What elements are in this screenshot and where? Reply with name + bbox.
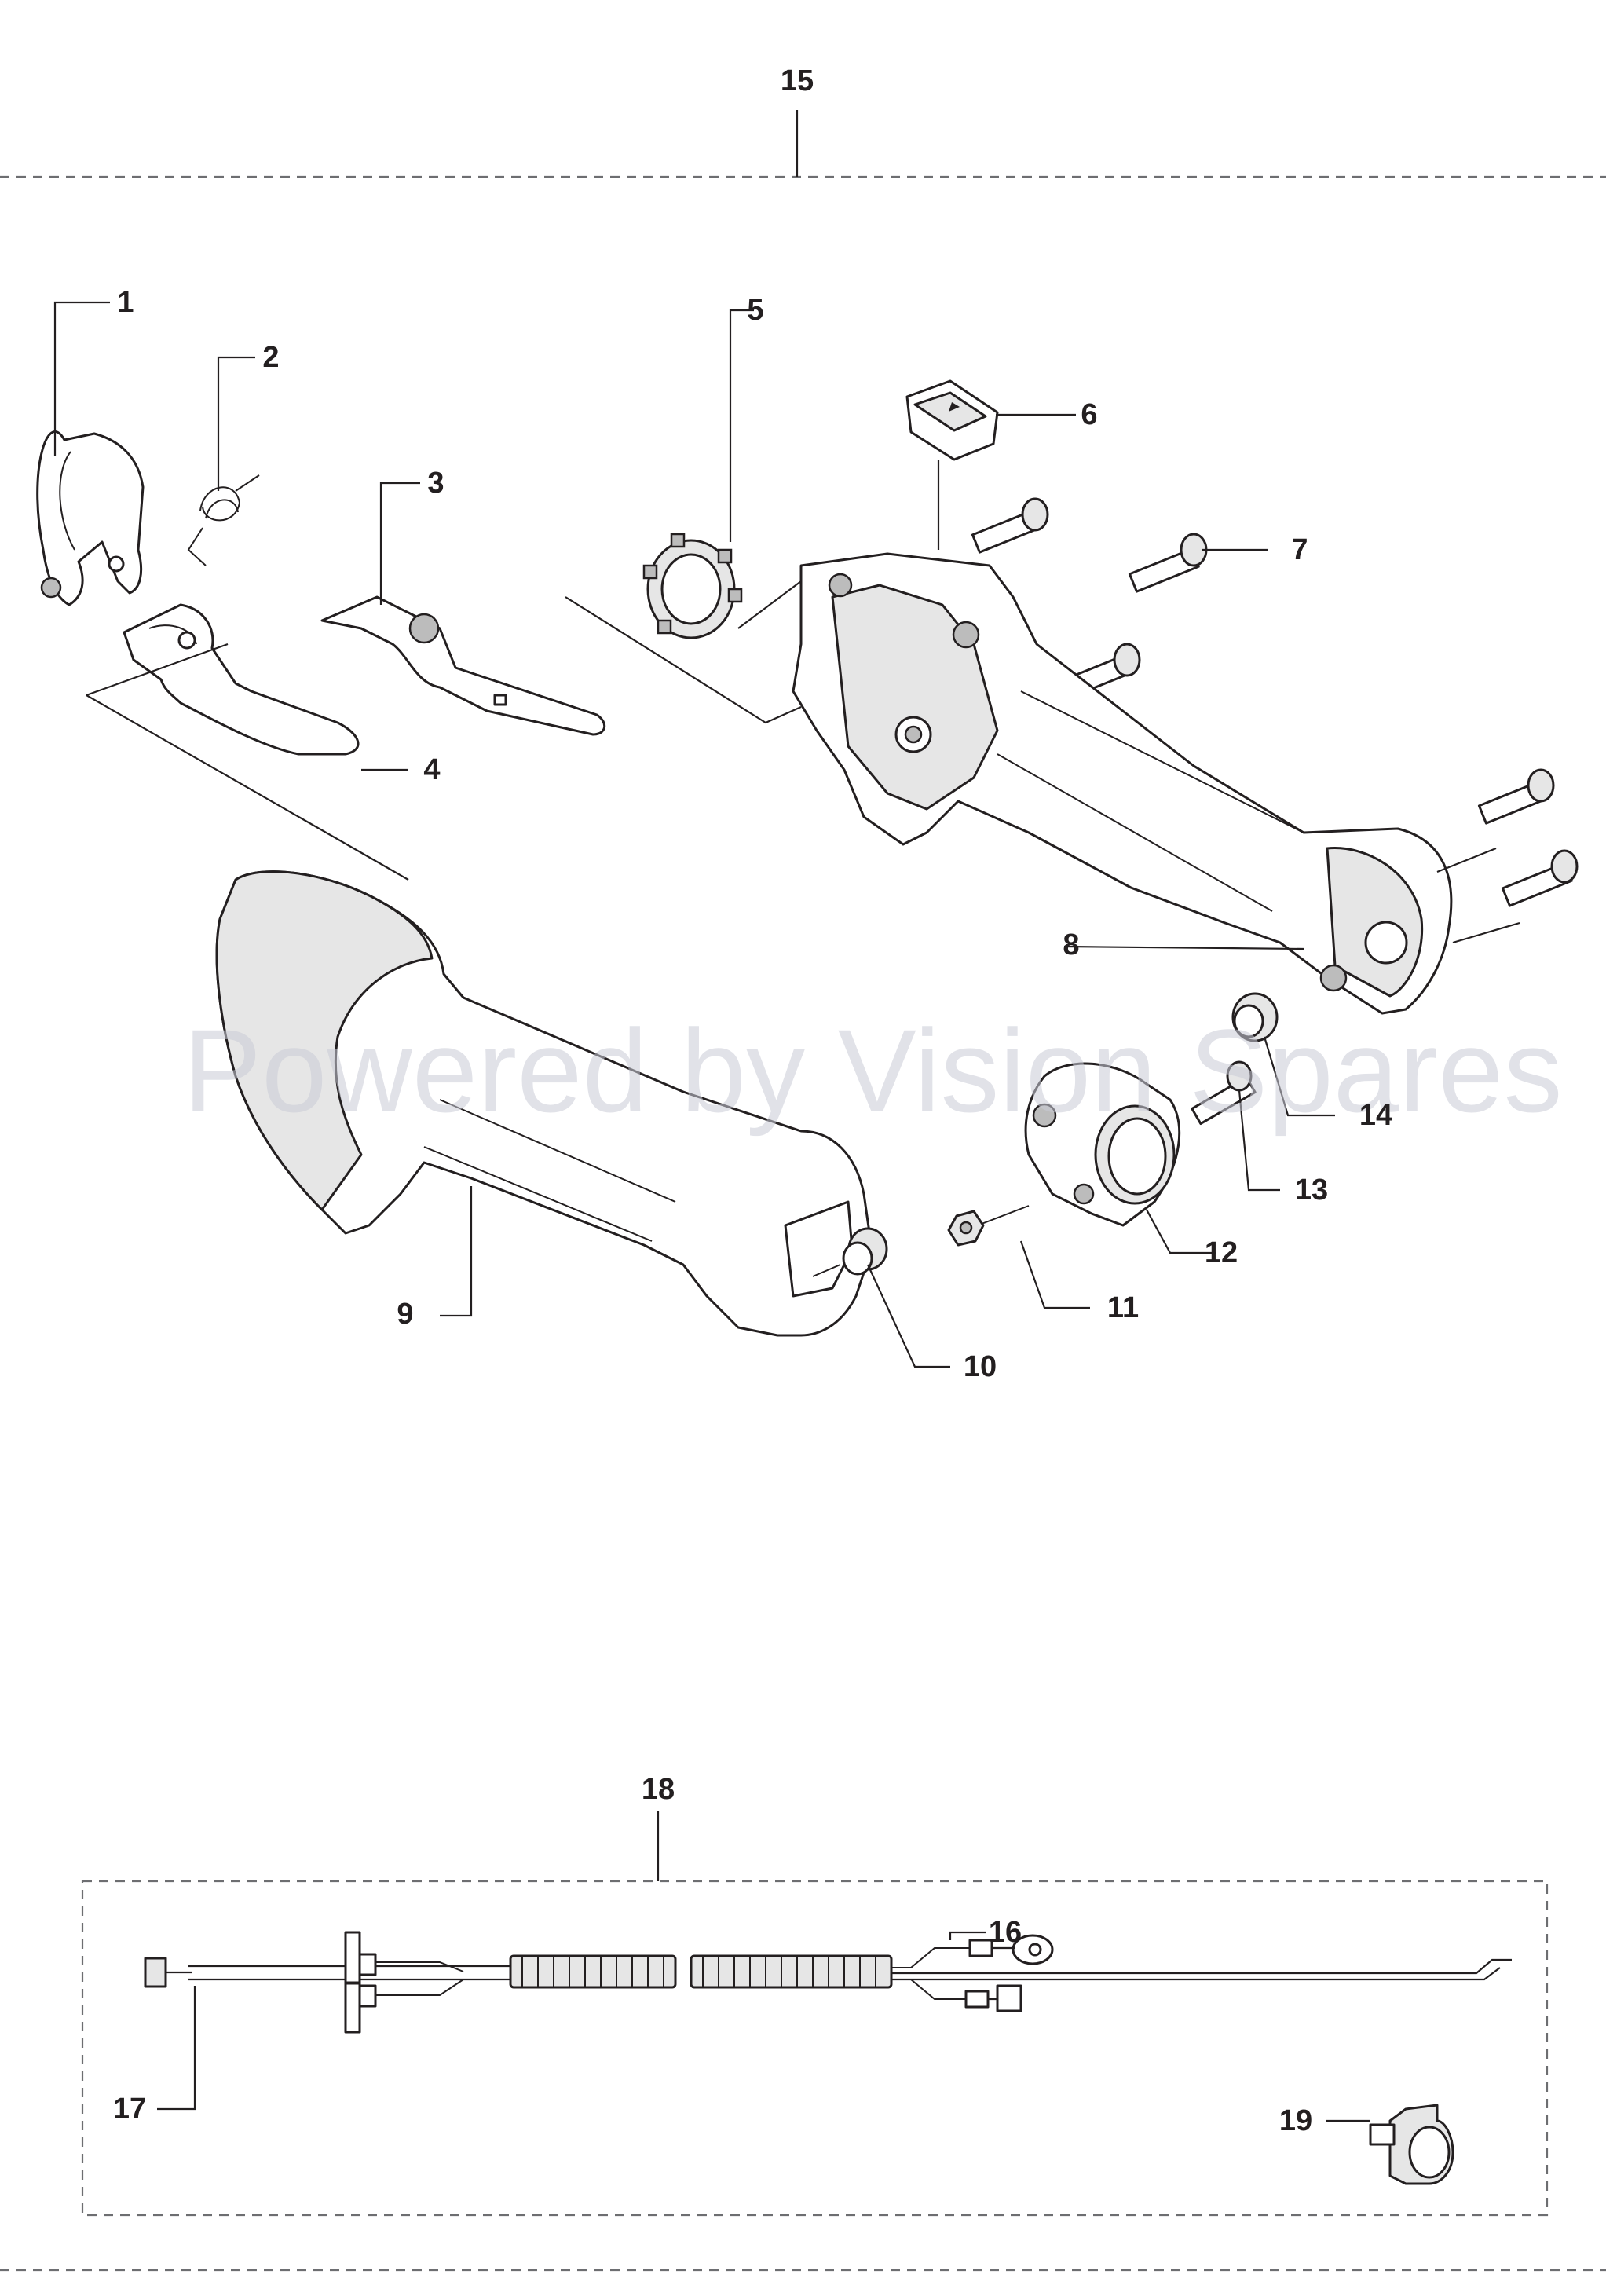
callout-leaders [53,301,1520,2122]
callout-15: 15 [781,64,814,97]
part-11-nut[interactable] [947,1205,1030,1247]
part-3-throttle-lever[interactable] [320,595,605,736]
part-19-connector[interactable] [1369,2104,1454,2185]
part-2-spring[interactable] [187,474,260,566]
part-4-throttle-trigger[interactable] [123,603,360,756]
part-14-knob[interactable] [1231,992,1279,1042]
callout-16: 16 [989,1916,1022,1949]
part-1-bracket[interactable] [36,430,145,606]
part-8-handle-housing[interactable] [792,552,1453,1015]
callout-1: 1 [117,286,134,319]
callout-4: 4 [423,753,440,786]
callout-10: 10 [964,1350,997,1383]
callout-5: 5 [747,294,763,327]
callout-19: 19 [1279,2104,1312,2137]
callout-18: 18 [642,1773,675,1806]
callout-12: 12 [1205,1236,1238,1269]
assembly-18-boundary [81,1811,1549,2217]
part-9-handle-cover[interactable] [215,870,873,1337]
watermark: Powered by Vision Spares [183,1005,1563,1137]
part-12-clamp[interactable] [1024,1062,1181,1227]
callout-labels: 15 1 2 3 4 5 6 7 8 9 10 11 12 13 14 18 1… [113,64,1392,2137]
part-6-switch[interactable] [905,379,999,550]
callout-7: 7 [1291,533,1308,566]
callout-2: 2 [262,341,279,374]
callout-14: 14 [1359,1099,1392,1132]
callout-3: 3 [427,467,444,500]
cable-coil-ridges [521,1956,876,1987]
assembly-15-boundary [0,110,1606,178]
part-5-damper-ring[interactable] [642,533,743,639]
callout-13: 13 [1295,1174,1328,1207]
part-13-clamp-screw[interactable] [1191,1060,1257,1126]
callout-17: 17 [113,2093,146,2126]
callout-11: 11 [1107,1291,1139,1324]
part-10-bushing[interactable] [812,1227,888,1277]
callout-6: 6 [1081,398,1097,431]
callout-8: 8 [1063,928,1079,961]
callout-9: 9 [397,1298,413,1331]
part-16-wire-harness[interactable] [144,1931,1512,2034]
